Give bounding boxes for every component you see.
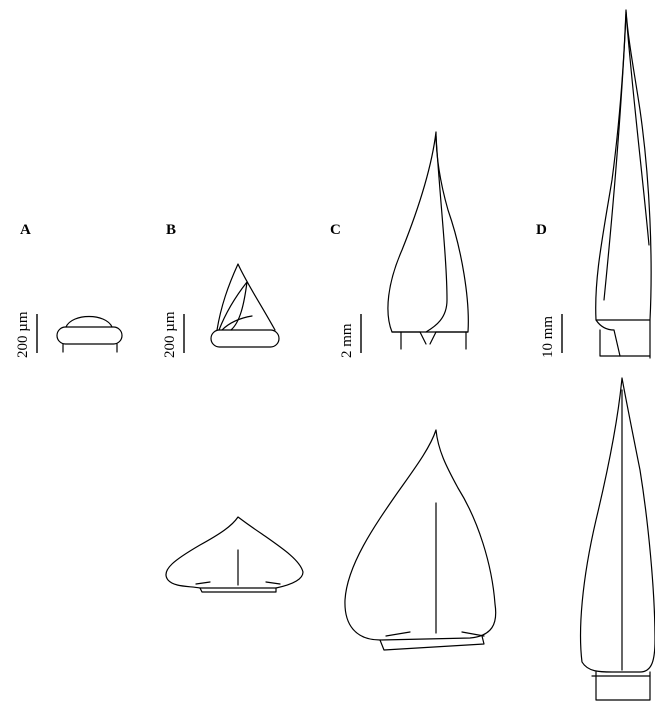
leaf-drawing-b	[211, 264, 279, 347]
leaf-flat-b	[166, 517, 303, 592]
leaf-drawing-c	[388, 132, 468, 349]
scale-label-b: 200 µm	[162, 311, 178, 358]
leaf-flat-c	[345, 430, 496, 650]
leaf-drawing-a	[57, 317, 122, 353]
scale-label-a: 200 µm	[15, 311, 31, 358]
panel-label-d: D	[536, 222, 547, 238]
leaf-drawing-d	[596, 10, 651, 358]
scale-label-c: 2 mm	[339, 323, 355, 358]
panel-label-c: C	[330, 222, 341, 238]
leaf-flat-d	[581, 378, 655, 700]
panel-label-b: B	[166, 222, 176, 238]
scale-label-d: 10 mm	[540, 316, 556, 358]
panel-label-a: A	[20, 222, 31, 238]
